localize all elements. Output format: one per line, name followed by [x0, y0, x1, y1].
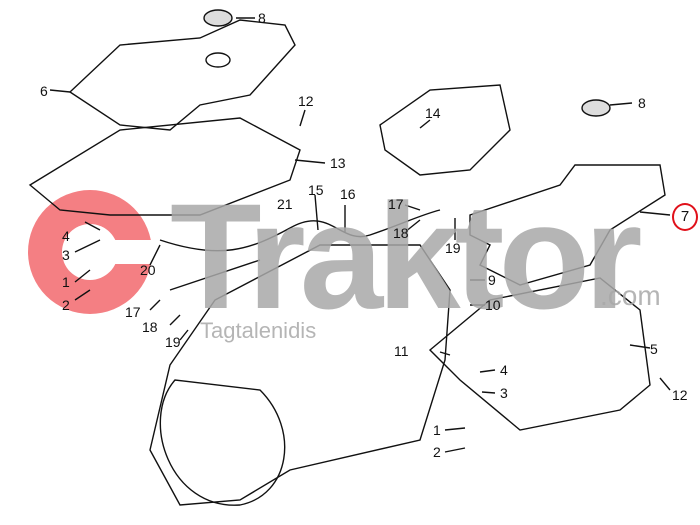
label-3-right: 3	[500, 385, 508, 401]
label-17: 17	[388, 196, 404, 212]
label-11: 11	[394, 343, 409, 359]
transmission-housing	[149, 244, 451, 506]
label-4-right: 4	[500, 362, 508, 378]
shift-unit	[379, 84, 511, 176]
watermark-owner: Tagtalenidis	[200, 318, 317, 343]
label-18: 18	[393, 225, 409, 241]
label-7-highlighted: 7	[672, 203, 698, 231]
label-2-right: 2	[433, 444, 441, 460]
label-8: 8	[258, 10, 266, 26]
right-cover	[469, 164, 666, 286]
label-1-left: 1	[62, 274, 70, 290]
traktor-logo-watermark	[28, 190, 160, 314]
cable	[159, 209, 441, 252]
left-plate	[28, 117, 301, 216]
label-12-right: 12	[672, 387, 688, 403]
label-13: 13	[330, 155, 346, 171]
label-5: 5	[650, 341, 658, 357]
label-1-right: 1	[433, 422, 441, 438]
watermark-brand: Traktor	[170, 172, 643, 340]
label-21: 21	[277, 196, 293, 212]
label-8-right: 8	[638, 95, 646, 111]
label-19: 19	[445, 240, 461, 256]
label-18-left: 18	[142, 319, 158, 335]
label-20: 20	[140, 262, 156, 278]
label-17-left: 17	[125, 304, 141, 320]
label-9: 9	[488, 272, 496, 288]
label-15: 15	[308, 182, 324, 198]
top-cover	[68, 19, 296, 131]
label-12: 12	[298, 93, 314, 109]
watermark-domain: .com	[600, 280, 661, 311]
label-2-left: 2	[62, 297, 70, 313]
label-19-left: 19	[165, 334, 181, 350]
label-3-left: 3	[62, 247, 70, 263]
label-14: 14	[425, 105, 441, 121]
right-plate	[428, 277, 651, 431]
label-16: 16	[340, 186, 356, 202]
label-4-left: 4	[62, 228, 70, 244]
label-6: 6	[40, 83, 48, 99]
label-10: 10	[485, 297, 501, 313]
